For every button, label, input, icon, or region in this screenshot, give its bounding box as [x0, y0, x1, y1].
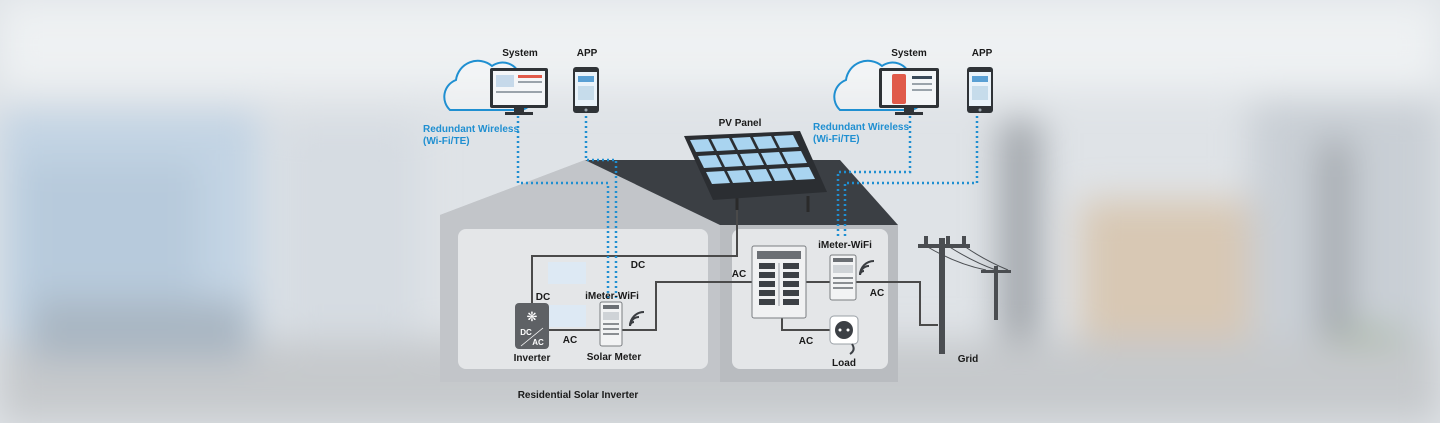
svg-text:❋: ❋	[527, 310, 538, 325]
ac-label-middle: AC	[732, 269, 746, 280]
house	[440, 160, 898, 382]
wireless-label-left-line2: (Wi-Fi/TE)	[423, 136, 470, 147]
dc-label-top: DC	[631, 260, 645, 271]
inverter-label: Inverter	[514, 353, 551, 364]
app-label-right: APP	[972, 48, 993, 59]
pv-panel-label: PV Panel	[719, 118, 762, 129]
monitor-icon	[879, 68, 939, 115]
wifi-icon	[629, 311, 645, 327]
solar-panel-icon	[684, 131, 827, 212]
wireless-label-left-line1: Redundant Wireless	[423, 124, 519, 135]
imeter-left-label: iMeter-WiFi	[585, 291, 639, 302]
room-left	[458, 229, 708, 369]
inverter-icon: ❋ DC AC	[515, 303, 549, 349]
load-label: Load	[832, 358, 856, 369]
outlet-icon	[829, 315, 859, 355]
wireless-label-right-line2: (Wi-Fi/TE)	[813, 134, 860, 145]
wireless-label-right-line1: Redundant Wireless	[813, 122, 909, 133]
utility-pole-icon	[918, 236, 1011, 354]
system-label-left: System	[502, 48, 538, 59]
inverter-dc-text: DC	[520, 328, 532, 337]
phone-icon	[967, 67, 993, 113]
solar-meter-label: Solar Meter	[587, 352, 642, 363]
inverter-ac-text: AC	[532, 338, 544, 347]
monitor-icon	[490, 68, 548, 115]
ac-label-right: AC	[870, 288, 884, 299]
phone-icon	[573, 67, 599, 113]
diagram-caption: Residential Solar Inverter	[518, 390, 639, 401]
app-label-left: APP	[577, 48, 598, 59]
wifi-icon	[859, 260, 875, 276]
dc-label-left: DC	[536, 292, 550, 303]
meter-icon	[599, 301, 623, 347]
wiring	[531, 198, 938, 331]
wireless-links	[516, 116, 979, 300]
ac-label-load: AC	[799, 336, 813, 347]
imeter-right-label: iMeter-WiFi	[818, 240, 872, 251]
ac-label-left: AC	[563, 335, 577, 346]
grid-label: Grid	[958, 354, 979, 365]
system-label-right: System	[891, 48, 927, 59]
breaker-panel-icon	[751, 245, 807, 319]
meter-icon	[829, 254, 857, 301]
